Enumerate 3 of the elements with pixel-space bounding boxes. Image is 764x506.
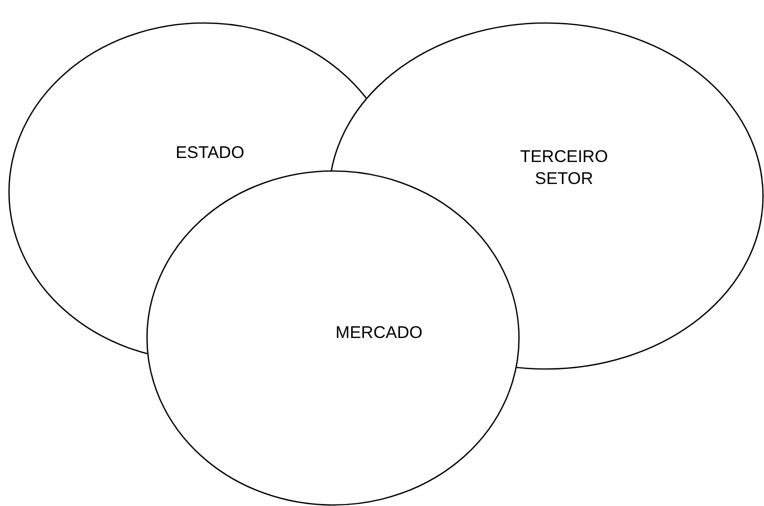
oval-label: ESTADO [174,142,246,164]
oval-label: TERCEIRO SETOR [519,146,609,190]
oval-label: MERCADO [334,322,424,344]
